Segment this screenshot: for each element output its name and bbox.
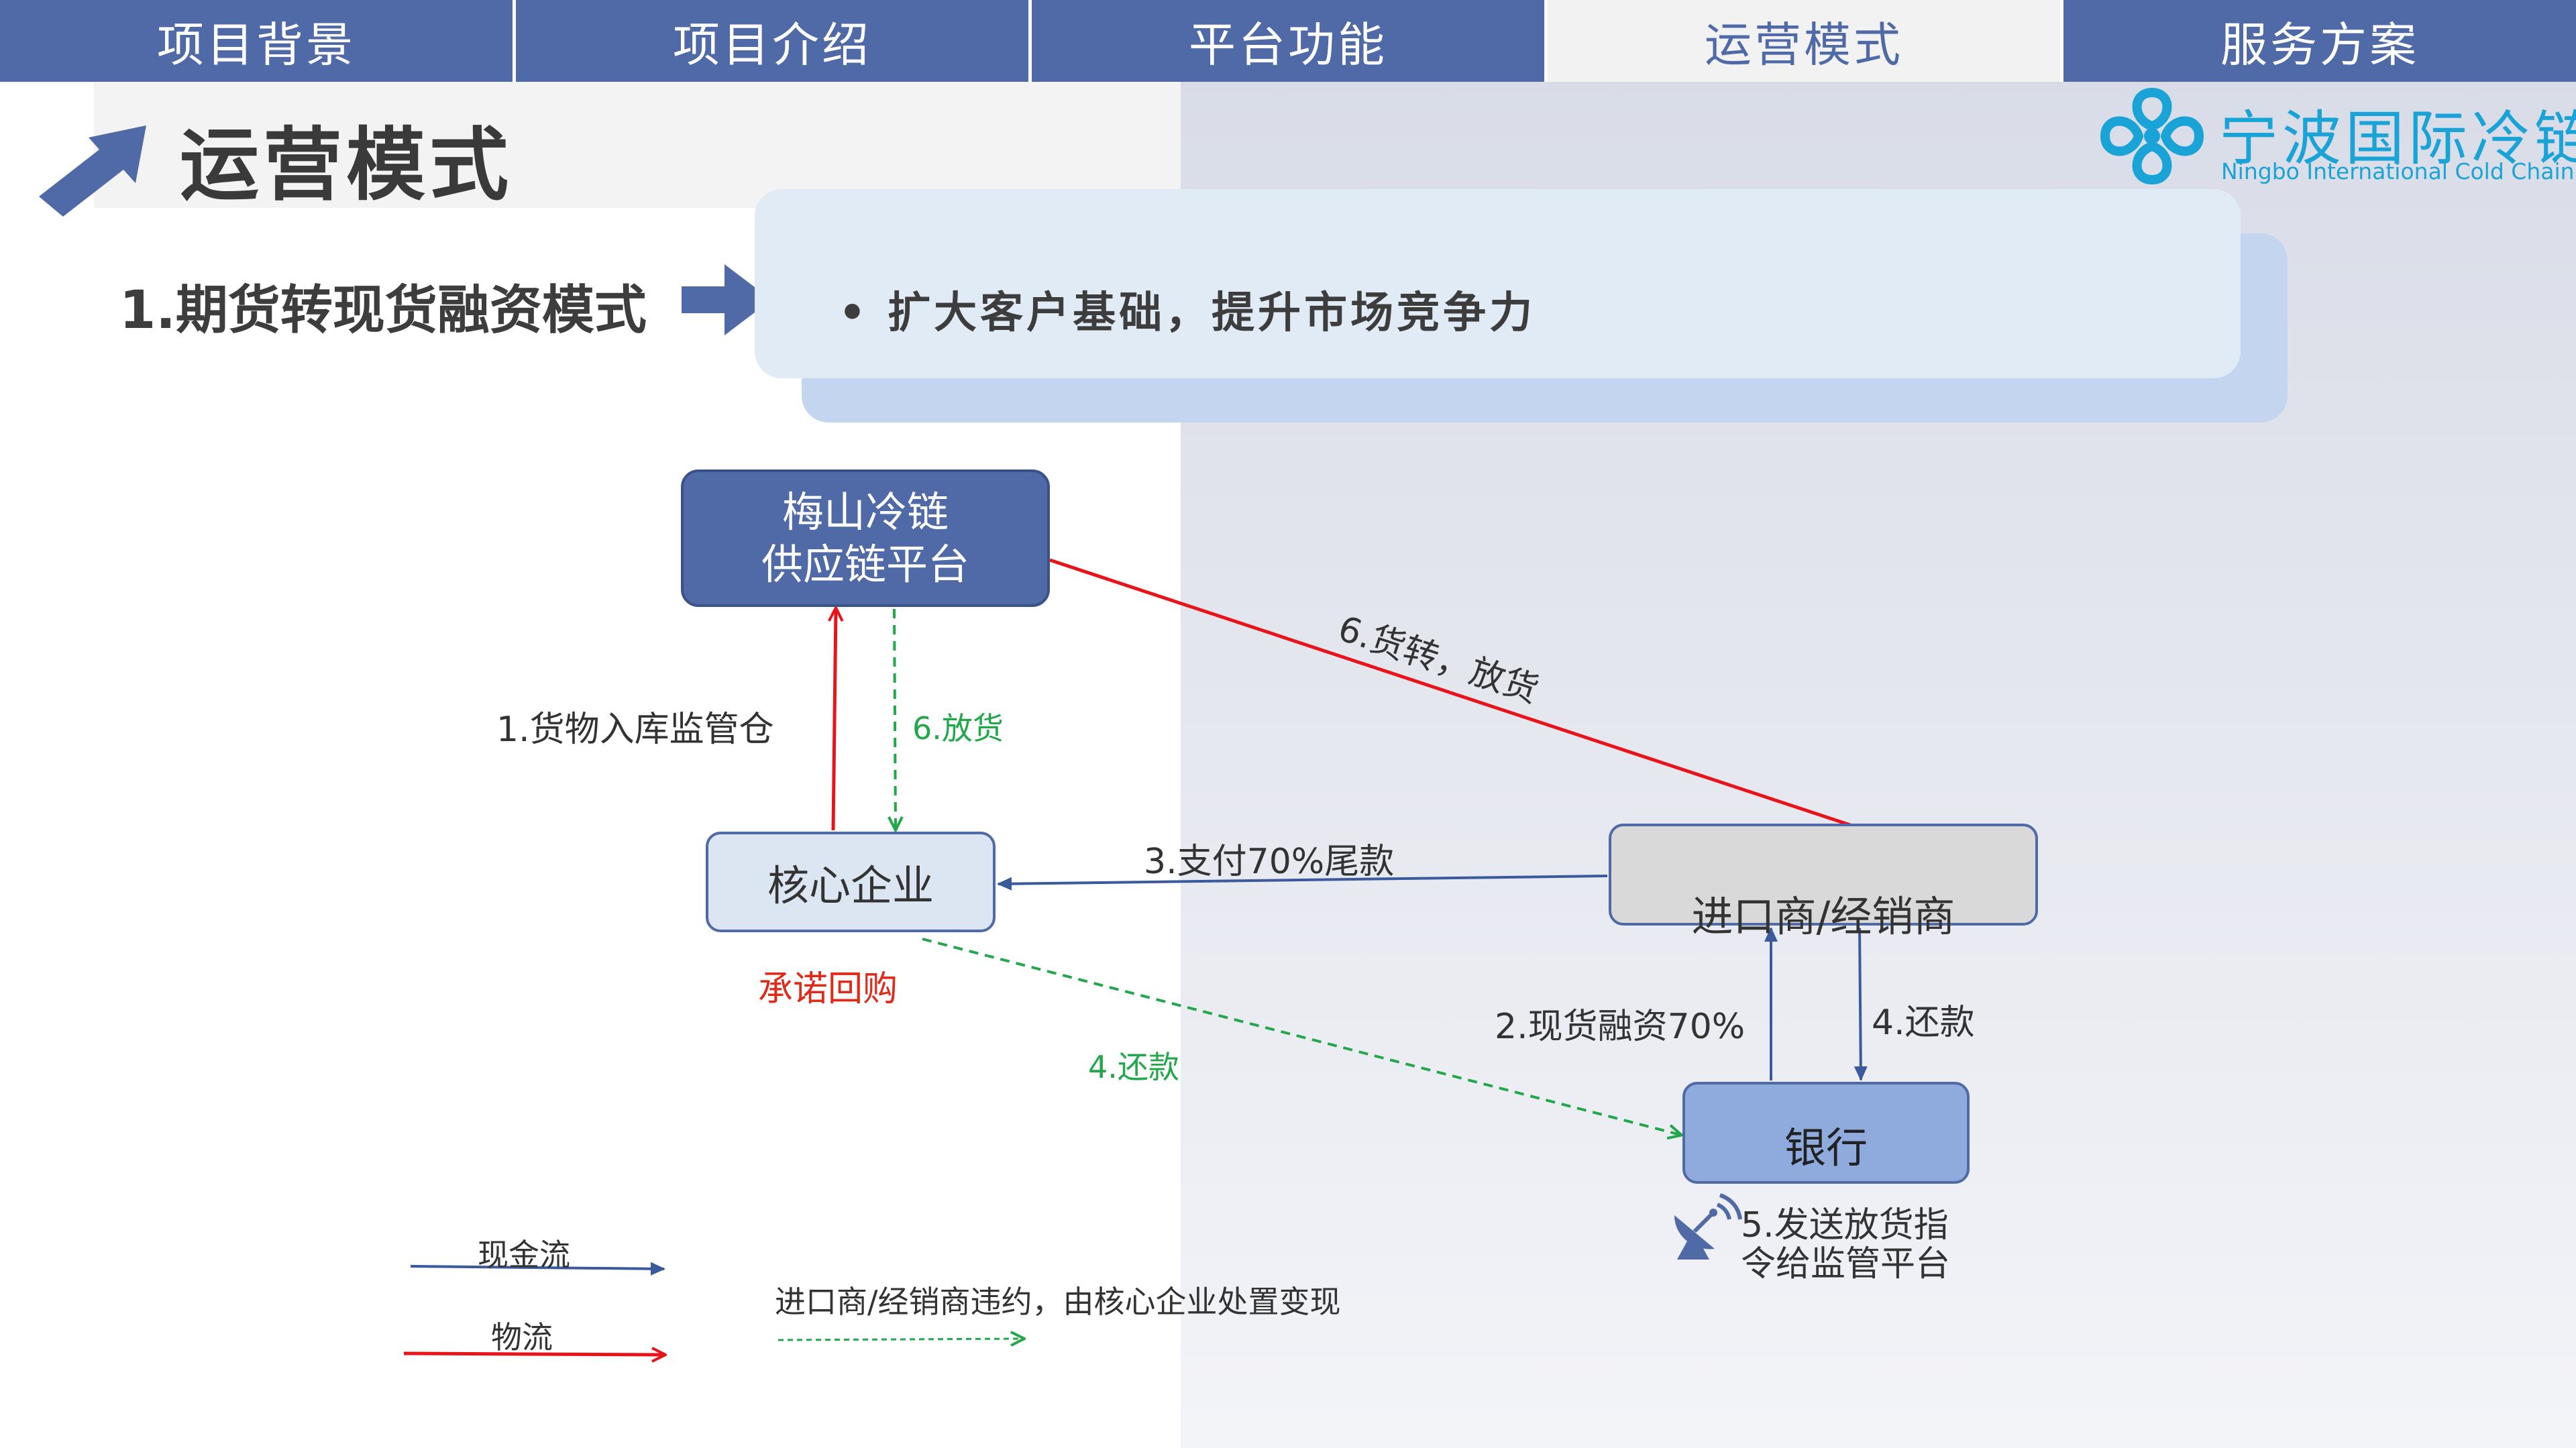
- snowflake-logo-icon: [2100, 88, 2204, 184]
- benefit-panel: [755, 189, 2241, 378]
- legend-logistics-label: 物流: [491, 1319, 553, 1355]
- satellite-dish-icon: [1674, 1193, 1742, 1260]
- edge-release-green: [894, 608, 896, 829]
- node-platform: 梅山冷链 供应链平台: [681, 469, 1050, 607]
- label-goods-in: 1.货物入库监管仓: [496, 710, 774, 750]
- legend-default-label: 进口商/经销商违约，由核心企业处置变现: [775, 1284, 1341, 1320]
- tab-project-background[interactable]: 项目背景: [0, 0, 516, 82]
- edge-goods-in: [833, 609, 836, 831]
- title-arrow-icon: [39, 125, 146, 217]
- legend-cash-line: [410, 1262, 665, 1276]
- node-bank: 银行: [1682, 1082, 1970, 1184]
- tab-platform-functions[interactable]: 平台功能: [1032, 0, 1548, 82]
- tab-service-plan[interactable]: 服务方案: [2063, 0, 2576, 82]
- label-send-instruction: 5.发送放货指 令给监管平台: [1741, 1205, 1951, 1284]
- label-repay-importer: 4.还款: [1872, 1003, 1975, 1043]
- label-repay-core: 4.还款: [1088, 1049, 1179, 1085]
- node-importer: 进口商/经销商: [1609, 824, 2038, 941]
- logo-name-cn: 宁波国际冷链: [2219, 104, 2576, 173]
- tab-project-intro[interactable]: 项目介绍: [516, 0, 1032, 82]
- edge-transfer-release: [1049, 558, 1868, 832]
- benefit-text: • 扩大客户基础，提升市场竞争力: [839, 288, 1536, 338]
- node-importer-label: 进口商/经销商: [1691, 892, 1955, 941]
- right-arrow-icon: [682, 264, 771, 335]
- label-spot-finance: 2.现货融资70%: [1495, 1007, 1746, 1047]
- label-release-green: 6.放货: [912, 710, 1004, 746]
- legend-cash-label: 现金流: [478, 1237, 570, 1273]
- label-pay-balance: 3.支付70%尾款: [1144, 842, 1395, 882]
- tab-operation-mode[interactable]: 运营模式: [1548, 0, 2063, 82]
- page-title: 运营模式: [180, 119, 513, 211]
- legend-logistics-line: [403, 1353, 664, 1355]
- company-logo: 宁波国际冷链 Ningbo International Cold Chain: [2092, 79, 2576, 193]
- node-core-enterprise: 核心企业: [706, 832, 996, 932]
- mode-label: 1.期货转现货融资模式: [119, 280, 647, 341]
- edge-repay-importer: [1854, 928, 1868, 1081]
- top-tab-bar: 项目背景 项目介绍 平台功能 运营模式 服务方案: [0, 0, 2576, 82]
- legend-default-line: [777, 1339, 1023, 1340]
- logo-name-en: Ningbo International Cold Chain: [2221, 158, 2575, 184]
- edge-pay-balance: [997, 875, 1608, 891]
- title-background: [94, 82, 1181, 208]
- label-buyback: 承诺回购: [758, 969, 898, 1009]
- edge-repay-core: [922, 938, 1680, 1135]
